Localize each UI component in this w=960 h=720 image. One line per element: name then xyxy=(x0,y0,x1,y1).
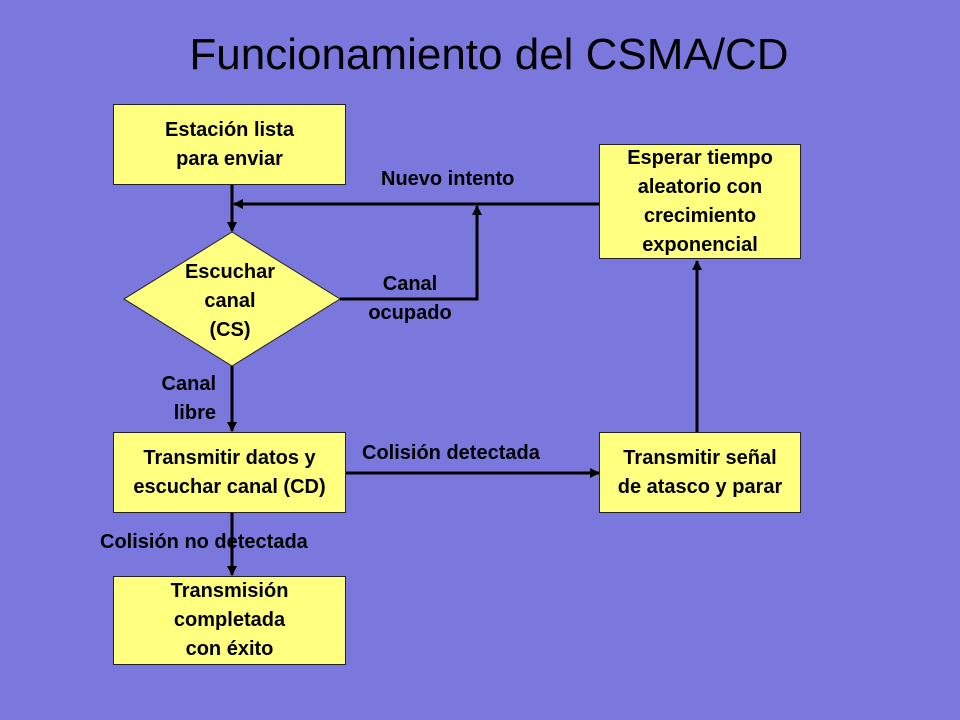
node-transmission-success: Transmisión completada con éxito xyxy=(113,576,346,665)
label-channel-free: Canal libre xyxy=(161,373,216,424)
page-title: Funcionamiento del CSMA/CD xyxy=(189,30,789,79)
label-retry: Nuevo intento xyxy=(381,168,515,190)
arrow-busy-to-retry xyxy=(340,205,482,301)
node-random-wait: Esperar tiempo aleatorio con crecimiento… xyxy=(599,144,801,259)
node-transmit-data: Transmitir datos y escuchar canal (CD) xyxy=(113,432,346,513)
node-listen-channel: Escuchar canal (CS) xyxy=(184,261,276,341)
node-jam-signal: Transmitir señal de atasco y parar xyxy=(599,432,801,513)
label-collision-detected: Colisión detectada xyxy=(362,442,540,464)
label-channel-busy: Canal ocupado xyxy=(368,273,452,324)
label-no-collision: Colisión no detectada xyxy=(100,531,308,553)
node-station-ready: Estación lista para enviar xyxy=(113,104,346,185)
